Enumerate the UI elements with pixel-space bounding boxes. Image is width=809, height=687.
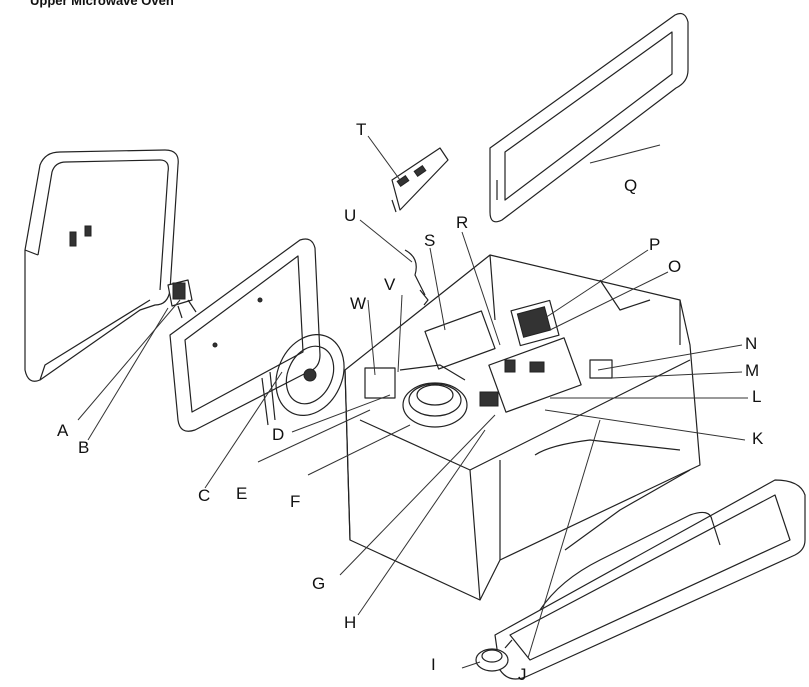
diagram-title: Upper Microwave Oven <box>30 0 174 8</box>
cavity-frame <box>169 238 321 432</box>
callout-E: E <box>236 484 247 503</box>
callout-J: J <box>518 665 527 684</box>
stirrer-fan <box>261 334 345 426</box>
callout-L: L <box>752 387 761 406</box>
callout-N: N <box>745 334 757 353</box>
callout-K: K <box>752 429 764 448</box>
callout-U: U <box>344 206 356 225</box>
callout-G: G <box>312 574 325 593</box>
callout-P: P <box>649 235 660 254</box>
oven-chassis <box>344 254 701 601</box>
fan-motor <box>399 364 468 428</box>
electronic-components <box>364 299 613 413</box>
callout-C: C <box>198 486 210 505</box>
outer-shroud <box>24 149 179 382</box>
turntable-motor <box>475 639 513 672</box>
wire-harness <box>404 249 429 306</box>
front-door-frame <box>494 439 806 680</box>
callout-D: D <box>272 425 284 444</box>
control-board <box>391 147 449 213</box>
callout-S: S <box>424 231 435 250</box>
callout-B: B <box>78 438 89 457</box>
switch-bracket <box>167 279 197 319</box>
callout-W: W <box>350 294 366 313</box>
callout-V: V <box>384 275 396 294</box>
callout-F: F <box>290 492 300 511</box>
callout-labels: T Q U S R P O V W N M L K A B C D E F G … <box>57 120 764 684</box>
callout-M: M <box>745 361 759 380</box>
callout-I: I <box>431 655 436 674</box>
callout-Q: Q <box>624 176 637 195</box>
leader-lines <box>77 135 748 669</box>
callout-R: R <box>456 213 468 232</box>
callout-O: O <box>668 257 681 276</box>
callout-H: H <box>344 613 356 632</box>
callout-A: A <box>57 421 69 440</box>
door-panel <box>489 12 689 223</box>
callout-T: T <box>356 120 366 139</box>
